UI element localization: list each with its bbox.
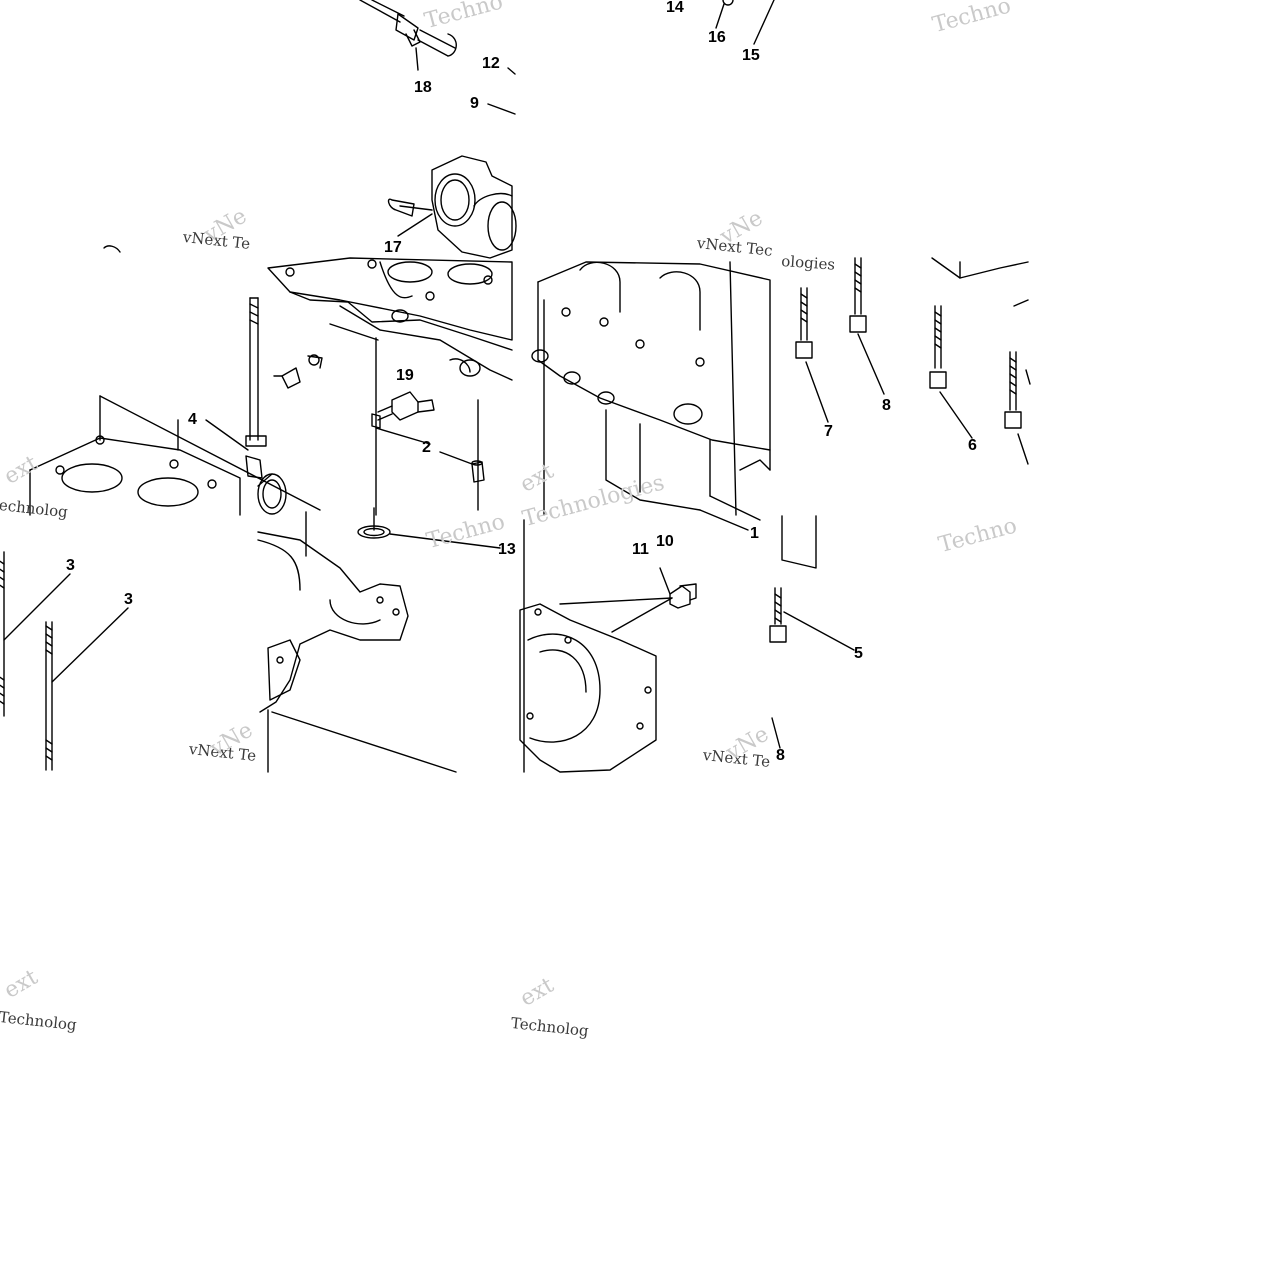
callout-13: 13 [498,541,516,558]
watermark: ologies [780,252,836,274]
crankcase-lower-right [519,519,673,773]
bolt-7 [795,287,829,423]
exhaust-gasket-17 [387,155,517,259]
callout-6: 6 [968,437,977,454]
leader-9 [487,103,516,115]
callout-19: 19 [396,367,414,384]
crank-seal-4 [205,419,287,515]
leader-1 [699,509,749,531]
o-ring-13 [357,525,501,549]
hose-fitting-18 [359,0,457,71]
callout-5: 5 [854,645,863,662]
callout-11: 11 [632,541,649,558]
callout-9: 9 [470,95,479,112]
crankcase-upper-left [267,257,513,516]
ref-box-right-lower [781,515,817,569]
bolt-6 [929,305,973,439]
bolt-5 [769,587,855,651]
thermo-sensor-19 [371,391,435,445]
callout-1: 1 [750,525,759,542]
stud-3b [45,607,129,771]
stud-3a [0,551,71,717]
callout-2: 2 [422,439,431,456]
callout-8: 8 [776,747,785,764]
crankcase-lower-left-top [29,245,321,516]
callout-10: 10 [656,533,674,550]
plug-10-11 [659,567,697,609]
oil-pump-shaft [245,297,323,447]
callout-15: 15 [742,47,760,64]
bolt-8 [849,257,885,395]
bolt-unlabeled [1004,351,1031,465]
dowel-pin-2 [439,451,485,483]
leader-12 [507,67,516,75]
leader-8-lower [771,717,781,749]
callout-4: 4 [188,411,197,428]
callout-18: 18 [414,79,432,96]
callout-12: 12 [482,55,500,72]
parts-14-16 [715,0,775,45]
crankcase-lower-left [257,507,457,773]
callout-16: 16 [708,29,726,46]
callout-17: 17 [384,239,402,256]
callout-7: 7 [824,423,833,440]
callout-3: 3 [66,557,75,574]
callout-14: 14 [666,0,684,16]
ref-box-right [931,257,1029,307]
callout-3: 3 [124,591,133,608]
crankcase-upper-right [531,261,771,521]
callout-8: 8 [882,397,891,414]
